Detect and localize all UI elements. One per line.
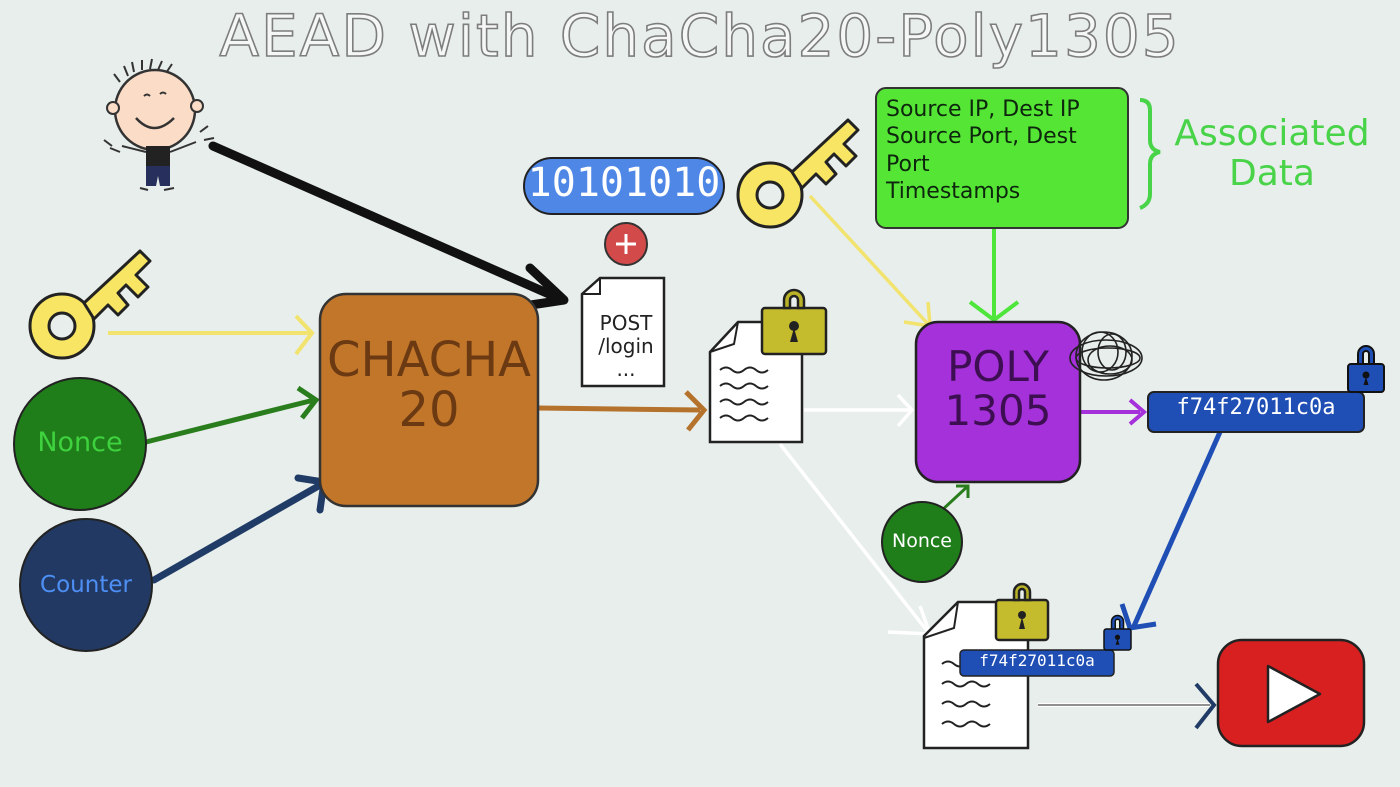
- chacha20-label-line2: 20: [398, 382, 460, 439]
- arrow-ciphertext-to-poly: [804, 393, 915, 428]
- plaintext-line3: ...: [616, 357, 636, 381]
- arrow-tag-to-output: [1119, 430, 1223, 631]
- diagram-title: AEAD with ChaCha20-Poly1305: [219, 1, 1181, 71]
- arrow-key-to-chacha: [108, 314, 315, 356]
- plaintext-line1: POST: [599, 311, 653, 335]
- nonce-small-circle: [881, 501, 963, 583]
- arrow-output-to-destination: [1038, 682, 1217, 730]
- play-button-icon: [1216, 638, 1366, 748]
- plus-icon: [604, 222, 648, 266]
- associated-data-brace: [1139, 98, 1161, 210]
- lock-icon: [994, 582, 1050, 642]
- lock-icon: [1347, 345, 1385, 393]
- plaintext-label: POST /login ...: [584, 312, 668, 381]
- associated-data-line: Source Port, Dest: [886, 124, 1077, 150]
- arrow-nonce-to-chacha: [145, 385, 320, 445]
- associated-data-label-line2: Data: [1229, 152, 1315, 194]
- poly1305-label-line1: POLY: [947, 342, 1049, 391]
- auth-tag-label: f74f27011c0a: [1176, 395, 1336, 420]
- poly1305-label-line2: 1305: [944, 386, 1052, 436]
- arrow-ad-to-poly: [968, 228, 1020, 323]
- nonce-label: Nonce: [37, 427, 123, 458]
- nonce-circle: [13, 377, 147, 511]
- plaintext-line2: /login: [598, 334, 654, 358]
- arrow-chacha-to-ciphertext: [537, 390, 708, 432]
- chacha20-label-line1: CHACHA: [326, 332, 532, 388]
- document-icon: [580, 276, 666, 388]
- associated-data-line: Timestamps: [886, 178, 1021, 204]
- poly1305-label: POLY 1305: [916, 342, 1080, 436]
- scribble-icon: [1069, 331, 1143, 381]
- person-icon: [103, 58, 215, 191]
- lock-icon: [760, 288, 828, 356]
- auth-tag-pill: [1147, 391, 1365, 433]
- chacha20-label: CHACHA 20: [320, 335, 538, 436]
- arrow-counter-to-chacha: [150, 474, 328, 584]
- associated-data-label: Associated Data: [1152, 114, 1392, 193]
- associated-data-line: Source IP, Dest IP: [886, 97, 1080, 122]
- key-icon: [736, 118, 860, 229]
- poly1305-box: [914, 320, 1082, 484]
- associated-data-content: Source IP, Dest IP Source Port, Dest Por…: [886, 96, 1126, 205]
- arrow-person-to-plaintext: [208, 141, 569, 311]
- arrow-nonce-to-poly: [938, 484, 970, 514]
- associated-data-line: Port: [886, 151, 930, 177]
- binary-pill: [523, 157, 725, 215]
- auth-tag-label-small: f74f27011c0a: [979, 651, 1095, 670]
- arrow-poly-to-tag: [1080, 398, 1148, 426]
- key-icon: [28, 249, 152, 360]
- chacha20-box: [318, 292, 540, 508]
- nonce-small-label: Nonce: [891, 530, 952, 552]
- associated-data-label-line1: Associated: [1174, 113, 1370, 154]
- auth-tag-pill-small: [959, 649, 1115, 677]
- associated-data-box: [875, 87, 1129, 229]
- counter-circle: [19, 518, 153, 652]
- counter-label: Counter: [40, 572, 132, 598]
- binary-label: 10101010: [527, 160, 721, 206]
